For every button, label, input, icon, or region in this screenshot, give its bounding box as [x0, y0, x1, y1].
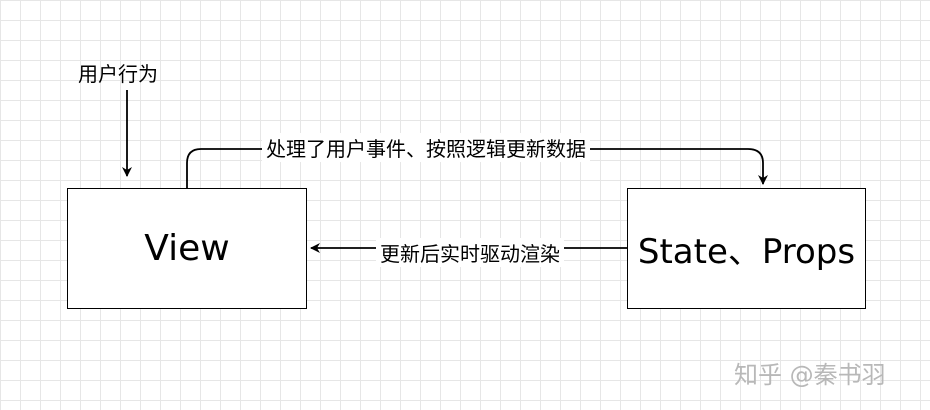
- user-action-label: 用户行为: [78, 62, 158, 86]
- view-node-label: View: [144, 228, 230, 269]
- state-props-node-label: State、Props: [637, 232, 856, 272]
- view-node: View: [67, 188, 307, 309]
- state-props-node: State、Props: [627, 188, 866, 309]
- watermark: 知乎 @秦书羽: [734, 361, 886, 389]
- update-render-label: 更新后实时驱动渲染: [376, 238, 564, 267]
- handle-event-label: 处理了用户事件、按照逻辑更新数据: [262, 133, 590, 162]
